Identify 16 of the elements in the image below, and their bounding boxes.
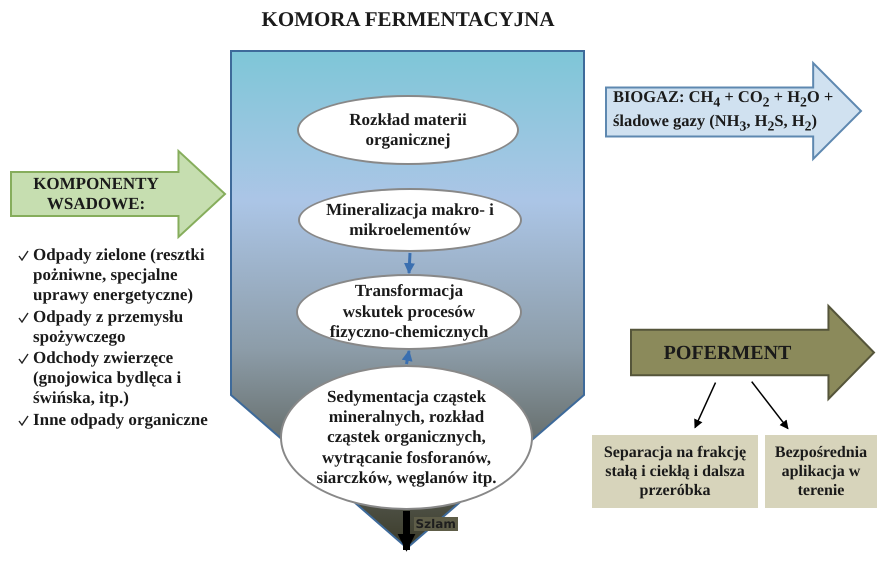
chamber-title: KOMORA FERMENTACYJNA <box>260 7 556 32</box>
arrow <box>751 381 789 430</box>
arrow <box>694 382 716 429</box>
input-block-arrow: KOMPONENTY WSADOWE: <box>10 150 226 238</box>
arrow <box>398 511 416 552</box>
list-item: Odchody zwierzęce (gnojowica bydlęca i świńska, itp.) <box>33 348 182 408</box>
edge-label: Szlam <box>414 516 458 530</box>
result-box: Bezpośrednia aplikacja w terenie <box>765 435 877 508</box>
list-item: Odpady zielone (resztki pożniwne, specjalne uprawy energetyczne) <box>33 245 206 305</box>
result-box: Separacja na frakcję stałą i ciekłą i dalsza przeróbka <box>592 435 758 508</box>
list-item: Odpady z przemysłu spożywczego <box>33 307 184 347</box>
output-block-arrow: BIOGAZ: CH$_{4}$ + CO$_{2}$ + H$_{2}$O + śladowe gazy (NH$_{3}$, H$_{2}$S, H$_{2}$) <box>605 62 862 160</box>
arrow <box>404 252 415 274</box>
arrow <box>402 350 413 364</box>
output-block-arrow: POFERMENT <box>630 305 875 400</box>
list-item: Inne odpady organiczne <box>33 410 209 430</box>
